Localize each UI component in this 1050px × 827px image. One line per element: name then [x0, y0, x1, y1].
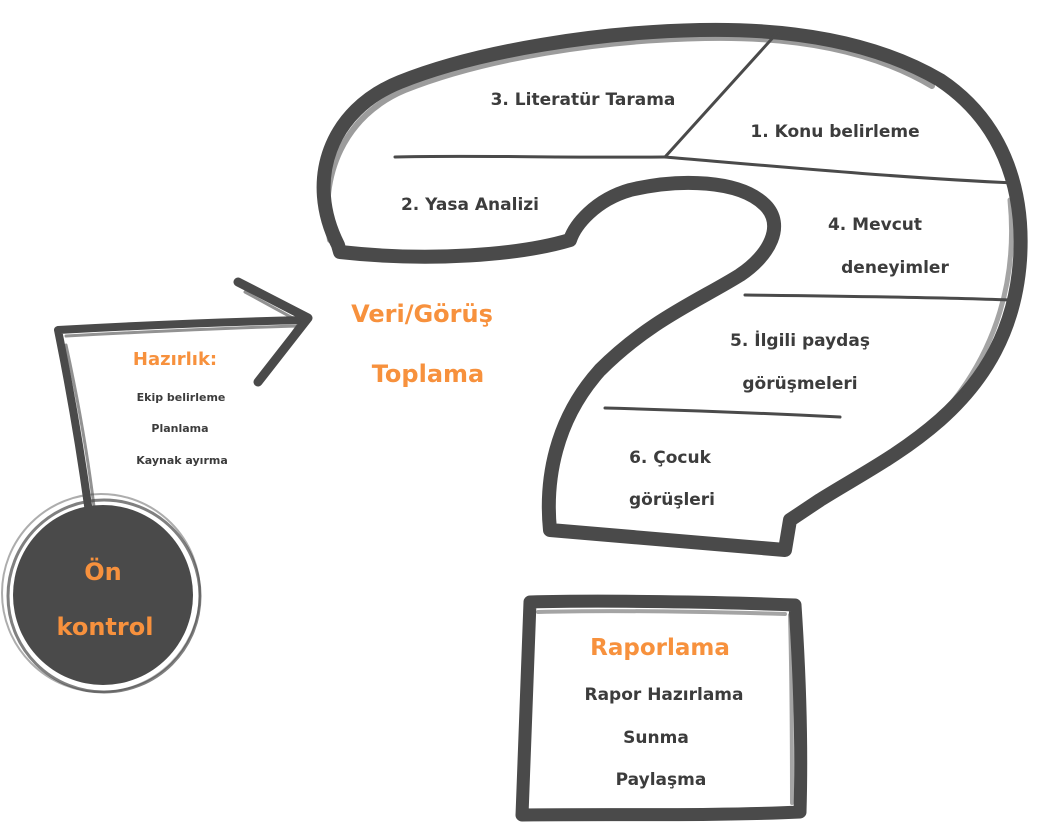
- start-circle: Ön kontrol: [1, 493, 202, 694]
- reporting-title: Raporlama: [590, 635, 730, 661]
- segment-6-label-line1: 6. Çocuk: [629, 448, 712, 468]
- segment-3-label: 1. Konu belirleme: [750, 122, 919, 142]
- preparation-item-2: Planlama: [151, 422, 208, 435]
- segment-6-label-line2: görüşleri: [629, 490, 715, 510]
- segment-4-label-line2: deneyimler: [841, 258, 949, 278]
- data-collection-label: Veri/Görüş Toplama: [351, 300, 493, 388]
- segment-dividers: [393, 30, 1017, 419]
- data-collection-line2: Toplama: [372, 360, 484, 388]
- segment-4-label-line1: 4. Mevcut: [828, 215, 922, 235]
- reporting-box: Raporlama Rapor Hazırlama Sunma Paylaşma: [515, 594, 808, 822]
- reporting-item-3: Paylaşma: [616, 770, 707, 790]
- segment-2-label: 3. Literatür Tarama: [491, 90, 676, 110]
- preparation-title: Hazırlık:: [133, 349, 217, 370]
- data-collection-line1: Veri/Görüş: [351, 300, 493, 328]
- preparation-item-1: Ekip belirleme: [137, 391, 226, 404]
- segment-labels: 3. Literatür Tarama 1. Konu belirleme 2.…: [401, 90, 949, 510]
- segment-1-label: 2. Yasa Analizi: [401, 195, 539, 215]
- segment-5-label-line1: 5. İlgili paydaş: [730, 329, 870, 351]
- reporting-item-1: Rapor Hazırlama: [584, 685, 743, 705]
- question-mark-outline: [316, 22, 1028, 557]
- connector-arrow: [54, 277, 313, 524]
- preparation-block: Hazırlık: Ekip belirleme Planlama Kaynak…: [133, 349, 228, 467]
- segment-5-label-line2: görüşmeleri: [742, 374, 857, 394]
- start-line2: kontrol: [57, 613, 154, 641]
- start-line1: Ön: [84, 556, 122, 586]
- preparation-item-3: Kaynak ayırma: [136, 454, 228, 467]
- reporting-item-2: Sunma: [623, 728, 689, 748]
